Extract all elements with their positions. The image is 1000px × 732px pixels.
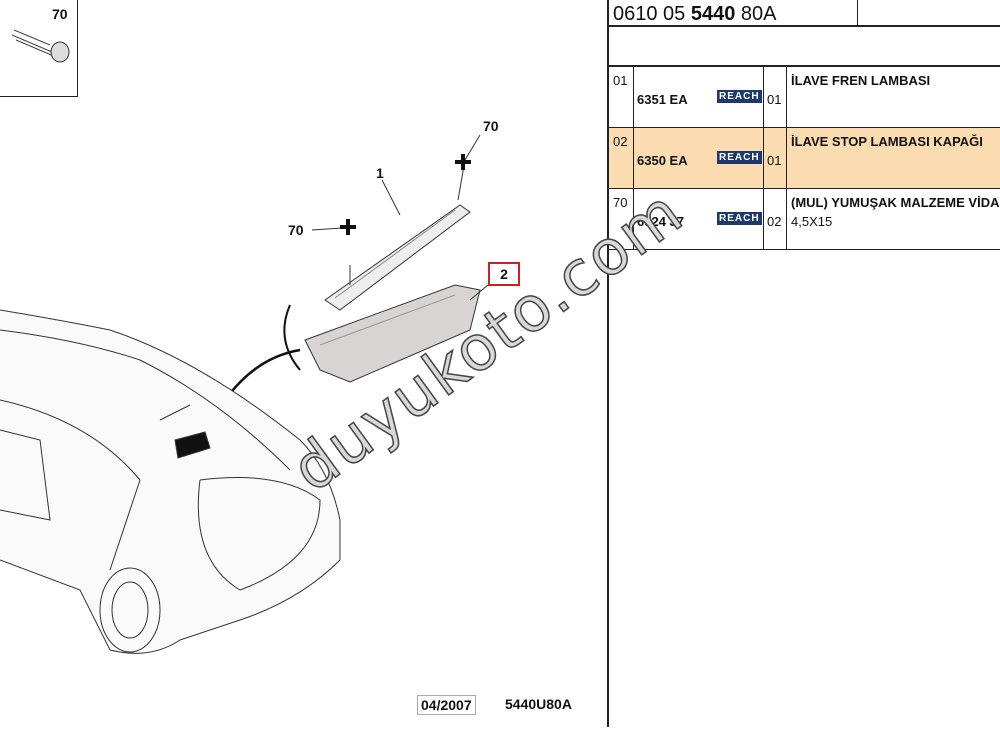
quantity: 01: [767, 153, 782, 168]
part-number[interactable]: 6924 J7: [637, 214, 684, 229]
reach-badge: REACH: [717, 90, 762, 103]
cell-divider: [634, 67, 764, 127]
position-number: 02: [613, 134, 628, 149]
reach-badge: REACH: [717, 151, 762, 164]
screw-icon: [11, 29, 70, 63]
part-number[interactable]: 6351 EA: [637, 92, 688, 107]
position-number: 01: [613, 73, 628, 88]
ref-prefix: 0610 05: [613, 3, 691, 25]
callout-2-selected[interactable]: 2: [488, 262, 520, 286]
ref-suffix: 80A: [735, 3, 777, 25]
cell-divider: [764, 189, 787, 249]
callout-70-top[interactable]: 70: [483, 118, 499, 134]
parts-table-row[interactable]: 70 6924 J7 REACH 02 (MUL) YUMUŞAK MALZEM…: [609, 189, 1000, 250]
part-spec: 4,5X15: [791, 214, 833, 229]
position-number: 70: [613, 195, 628, 210]
parts-table-row[interactable]: 02 6350 EA REACH 01 İLAVE STOP LAMBASI K…: [609, 128, 1000, 189]
cell-divider: [634, 189, 764, 249]
screw-inset-box: 70: [0, 0, 78, 97]
reference-code: 0610 05 5440 80A: [613, 3, 777, 26]
part-description: İLAVE FREN LAMBASI: [791, 73, 931, 88]
screw-marker-icon: [455, 154, 471, 170]
ref-bold: 5440: [690, 3, 736, 25]
parts-diagram: 70 70 1 70 2 04/2007 5440U80A: [0, 0, 572, 715]
cell-divider: [609, 189, 634, 249]
cell-divider: [609, 128, 634, 188]
cell-divider: [634, 128, 764, 188]
quantity: 01: [767, 92, 782, 107]
reach-badge: REACH: [717, 212, 762, 225]
cell-divider: [764, 67, 787, 127]
header-band: [609, 27, 1000, 67]
exploded-view-drawing: [0, 29, 489, 654]
cell-divider: [764, 128, 787, 188]
part-description: (MUL) YUMUŞAK MALZEME VİDASI: [791, 195, 1000, 210]
divider: [607, 0, 609, 727]
part-number[interactable]: 6350 EA: [637, 153, 688, 168]
footer-code: 5440U80A: [505, 696, 572, 712]
header-divider: [857, 0, 858, 27]
inset-label: 70: [52, 6, 68, 22]
footer-date: 04/2007: [417, 695, 476, 715]
quantity: 02: [767, 214, 782, 229]
reference-header: 0610 05 5440 80A: [609, 0, 1000, 27]
callout-1[interactable]: 1: [376, 165, 384, 181]
cell-divider: [609, 67, 634, 127]
callout-70-left[interactable]: 70: [288, 222, 304, 238]
parts-table-row[interactable]: 01 6351 EA REACH 01 İLAVE FREN LAMBASI: [609, 67, 1000, 128]
part-description: İLAVE STOP LAMBASI KAPAĞI: [791, 134, 983, 149]
